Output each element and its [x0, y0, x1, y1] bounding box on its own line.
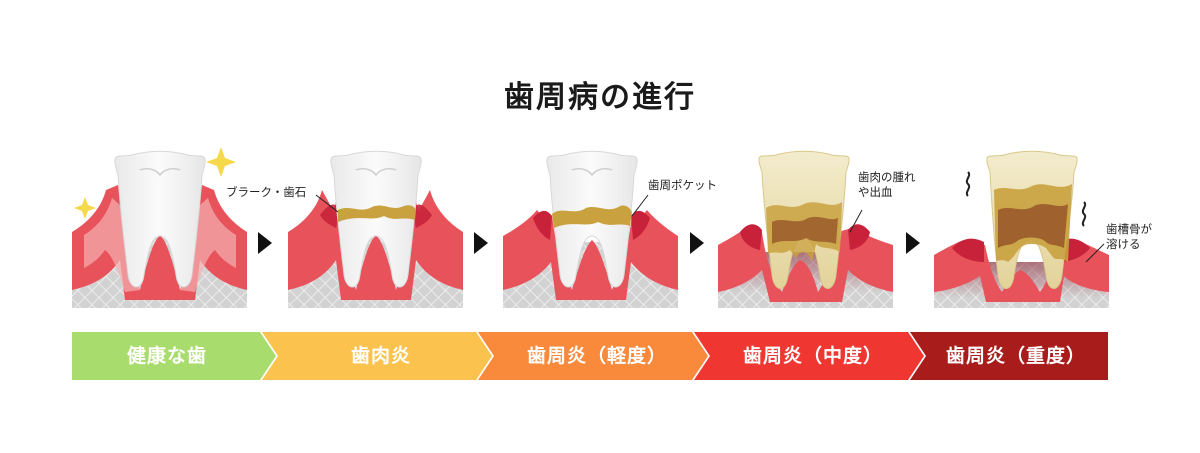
tooth-mild-periodontitis	[503, 150, 678, 308]
stage-label-healthy: 健康な歯	[126, 345, 207, 367]
sparkle-icon	[74, 197, 96, 219]
plaque	[552, 205, 632, 228]
arrow-right-icon	[258, 232, 272, 254]
stage-label-moderate: 歯周炎（中度）	[742, 345, 883, 367]
tooth-crown	[330, 150, 422, 288]
tooth-severe-periodontitis	[934, 150, 1109, 308]
tooth-gingivitis	[288, 150, 463, 308]
stage-segment-healthy	[72, 332, 276, 380]
arrow-right-icon	[474, 232, 488, 254]
tooth-crown	[114, 150, 206, 288]
callout-plaque: ブラーク・歯石	[226, 185, 307, 199]
stage-label-gingivitis: 歯肉炎	[350, 345, 411, 367]
plaque	[338, 205, 416, 222]
stage-segment-mild	[478, 332, 708, 380]
stage-label-mild: 歯周炎（軽度）	[526, 345, 667, 367]
tooth-moderate-periodontitis	[718, 150, 893, 308]
gum	[718, 228, 893, 302]
tooth-healthy	[72, 147, 247, 308]
callout-pocket: 歯周ポケット	[648, 178, 717, 192]
wavy-pain-icon	[965, 171, 971, 197]
diagram-title: 歯周病の進行	[504, 80, 696, 115]
stage-label-severe: 歯周炎（重度）	[945, 345, 1086, 367]
arrow-right-icon	[906, 232, 920, 254]
callout-bone-loss: 歯槽骨が 溶ける	[1106, 222, 1152, 251]
arrow-right-icon	[690, 232, 704, 254]
stage-segment-severe	[910, 332, 1108, 380]
callout-swelling: 歯肉の腫れ や出血	[858, 170, 916, 199]
wavy-pain-icon	[1081, 201, 1087, 227]
stage-segment-gingivitis	[262, 332, 492, 380]
stage-segment-moderate	[694, 332, 924, 380]
tooth-progression-illustration	[72, 147, 1109, 308]
sparkle-icon	[206, 147, 236, 177]
